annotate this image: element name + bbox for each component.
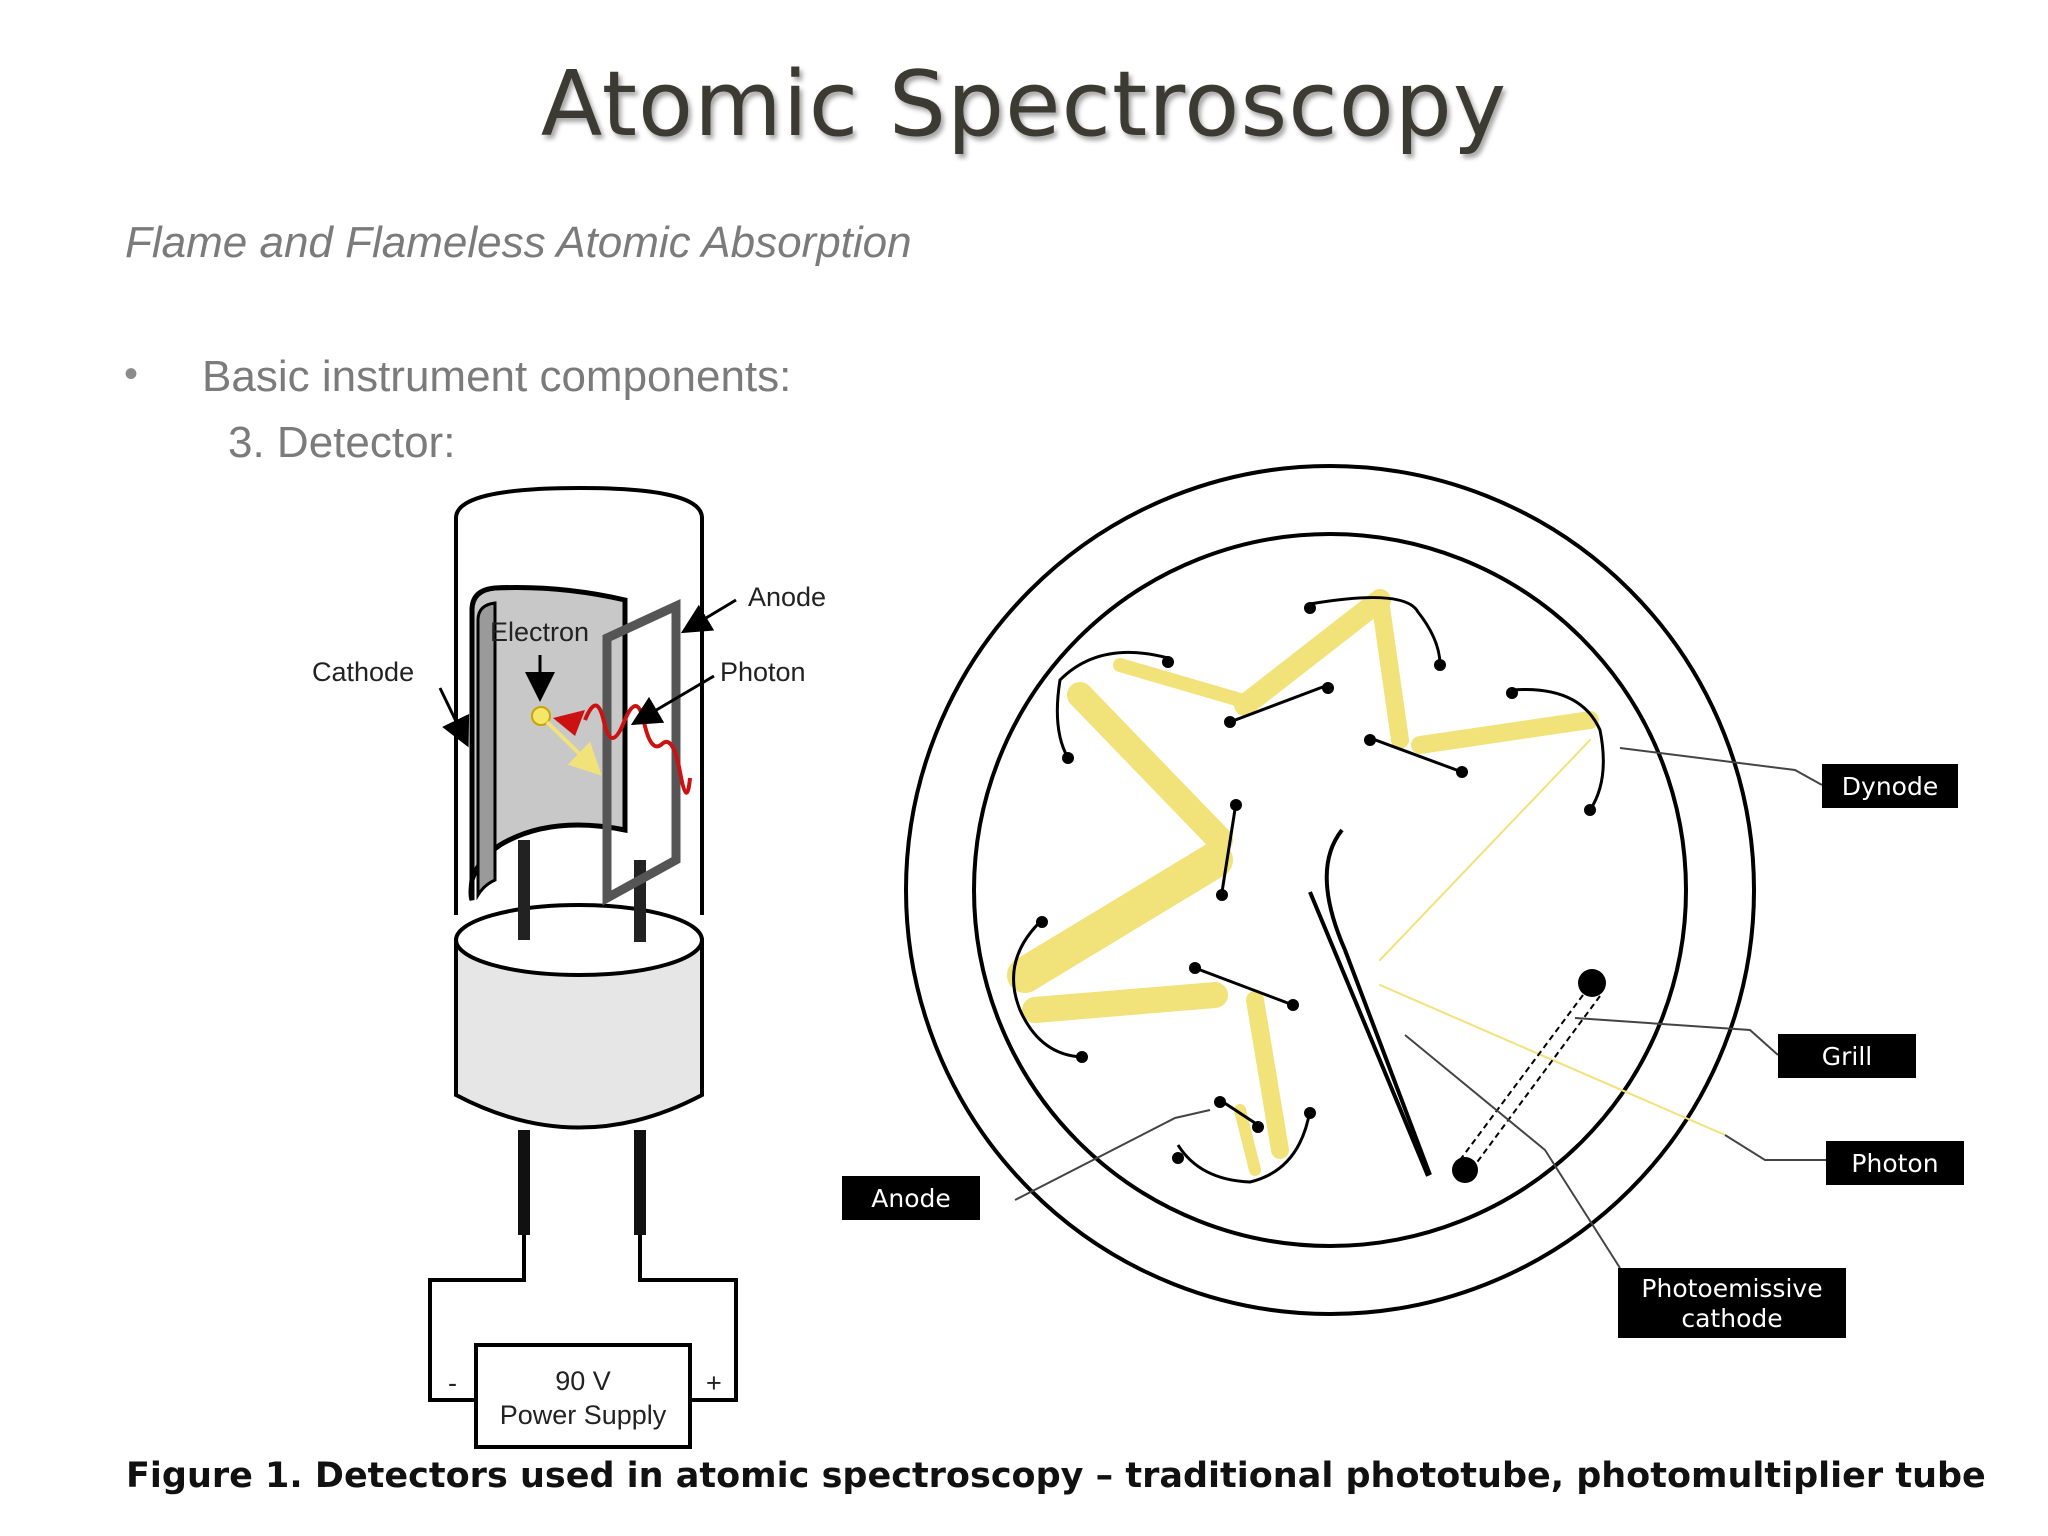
grill-label: Grill: [1822, 1042, 1873, 1071]
power-supply-label: Power Supply: [500, 1400, 667, 1430]
pmt-cathode-label-1: Photoemissive: [1641, 1274, 1822, 1303]
photon-label: Photon: [720, 657, 806, 687]
anode-label-box: [842, 1176, 980, 1220]
cathode-electrode: [468, 585, 628, 901]
photon-label-box: [1826, 1141, 1964, 1185]
electron-label: Electron: [490, 617, 589, 647]
cathode-label-box: [1618, 1268, 1846, 1338]
pmt-anode-label: Anode: [871, 1184, 951, 1213]
electron-cascade: [1007, 589, 1726, 1176]
base-top: [454, 903, 704, 977]
plus-label: +: [706, 1368, 722, 1398]
photomultiplier-tube: Dynode Grill Photon Anode Photoemissive …: [842, 464, 1964, 1338]
tube-base: [454, 938, 704, 1130]
anode-electrode: [602, 598, 681, 906]
electron-dot: [531, 706, 551, 726]
figure-caption: Figure 1. Detectors used in atomic spect…: [126, 1456, 1986, 1496]
pmt-cathode-label-2: cathode: [1681, 1304, 1782, 1333]
dynode-plates: [1194, 683, 1463, 1127]
minus-label: -: [448, 1368, 457, 1398]
dynode-arcs: [1012, 596, 1605, 1184]
bullet-marker: •: [124, 352, 139, 396]
cathode-label: Cathode: [312, 657, 414, 687]
voltage-label: 90 V: [555, 1366, 611, 1396]
slide-subtitle: Flame and Flameless Atomic Absorption: [125, 218, 912, 267]
glass-envelope: [454, 485, 704, 915]
slide-title: Atomic Spectroscopy: [540, 52, 1508, 157]
photoemissive-cathode: [1324, 828, 1432, 1176]
pmt-photon-label: Photon: [1851, 1149, 1938, 1178]
grill-label-box: [1778, 1034, 1916, 1078]
grill-electrode: [1578, 969, 1606, 997]
dynode-dots: [1036, 602, 1596, 1164]
bullet-text: Basic instrument components:: [202, 352, 792, 401]
pmt-inner-ring: [972, 532, 1688, 1248]
power-supply-box: [474, 1343, 692, 1449]
dynode-label-box: [1822, 764, 1958, 808]
pmt-outer-ring: [904, 464, 1756, 1316]
phototube: Cathode Electron Anode Photon 90 V Power…: [312, 485, 826, 1449]
dynode-label: Dynode: [1842, 772, 1938, 801]
subbullet-text: 3. Detector:: [228, 418, 456, 467]
circuit-wire: [428, 1235, 738, 1402]
anode-label: Anode: [748, 582, 826, 612]
